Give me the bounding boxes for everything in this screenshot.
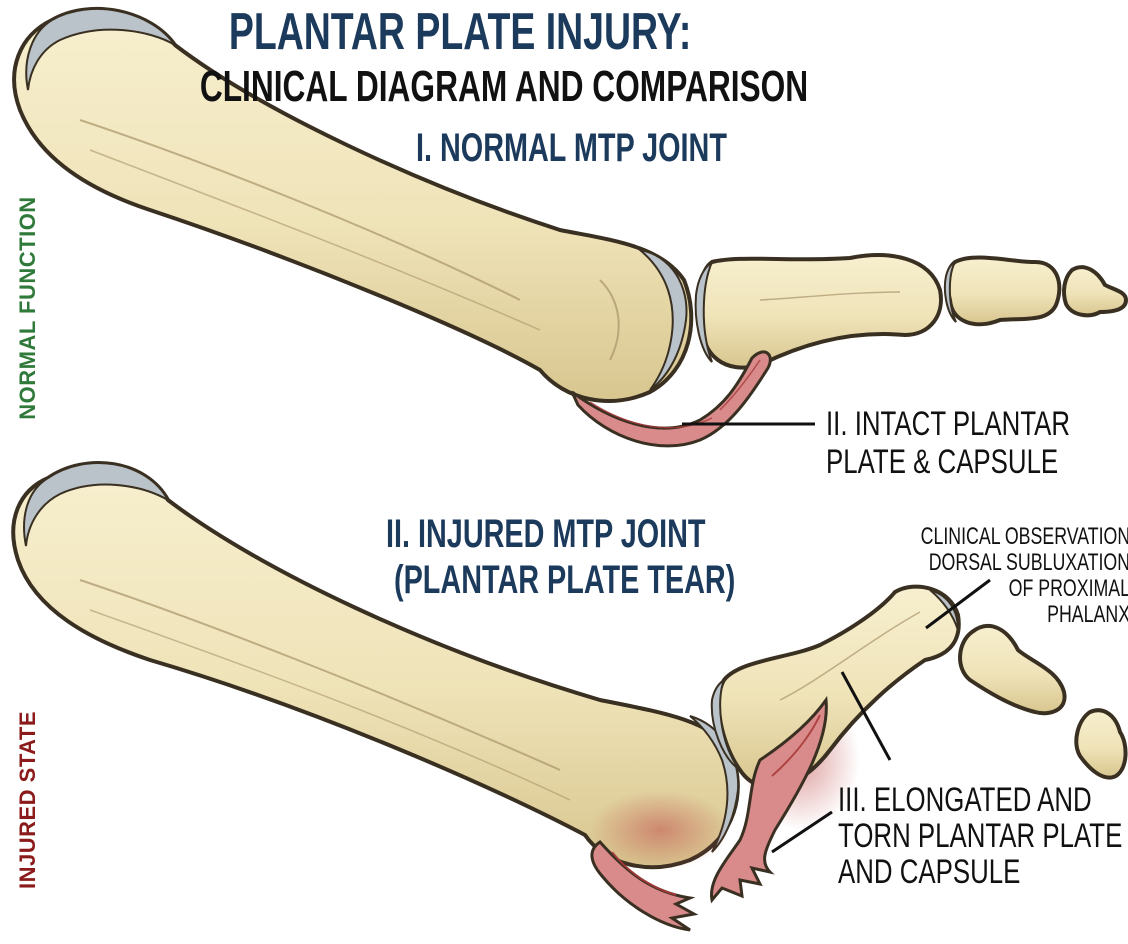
normal-middle-phalanx xyxy=(945,255,1062,327)
torn-plate-callout-line2: TORN PLANTAR PLATE xyxy=(838,817,1123,855)
observation-callout-line xyxy=(925,578,991,630)
injured-middle-phalanx xyxy=(958,624,1067,716)
observation-line1: CLINICAL OBSERVATION xyxy=(920,523,1128,550)
normal-metatarsal-head-cartilage xyxy=(636,248,688,391)
observation-line3: OF PROXIMAL xyxy=(1008,575,1128,602)
page-title: PLANTAR PLATE INJURY: xyxy=(228,3,692,61)
normal-joint-diagram xyxy=(12,7,1128,448)
normal-joint-heading: I. NORMAL MTP JOINT xyxy=(416,126,727,170)
page-subtitle: CLINICAL DIAGRAM AND COMPARISON xyxy=(199,62,809,111)
normal-metatarsal-cartilage xyxy=(25,8,176,91)
torn-callout-line-plate xyxy=(771,810,833,854)
torn-plate-callout-line1: III. ELONGATED AND xyxy=(838,781,1092,819)
normal-proximal-phalanx xyxy=(699,253,943,370)
torn-plate-callout-line3: AND CAPSULE xyxy=(838,853,1021,891)
intact-plate-callout-line1: II. INTACT PLANTAR xyxy=(826,405,1071,443)
injured-state-side-label: INJURED STATE xyxy=(15,710,40,890)
torn-callout-line-phalanx xyxy=(840,671,892,761)
injured-joint-heading: II. INJURED MTP JOINT xyxy=(386,512,706,556)
normal-metatarsal-bone xyxy=(12,7,694,403)
normal-distal-phalanx xyxy=(1062,265,1128,318)
intact-plate-callout-line2: PLATE & CAPSULE xyxy=(826,443,1059,481)
normal-function-side-label: NORMAL FUNCTION xyxy=(15,196,40,420)
injured-joint-subheading: (PLANTAR PLATE TEAR) xyxy=(394,558,736,602)
observation-line2: DORSAL SUBLUXATION xyxy=(928,549,1128,576)
observation-line4: PHALANX xyxy=(1047,601,1128,628)
injured-joint-diagram xyxy=(11,460,1128,932)
injured-proximal-phalanx xyxy=(716,584,961,790)
injured-distal-phalanx xyxy=(1074,708,1128,780)
